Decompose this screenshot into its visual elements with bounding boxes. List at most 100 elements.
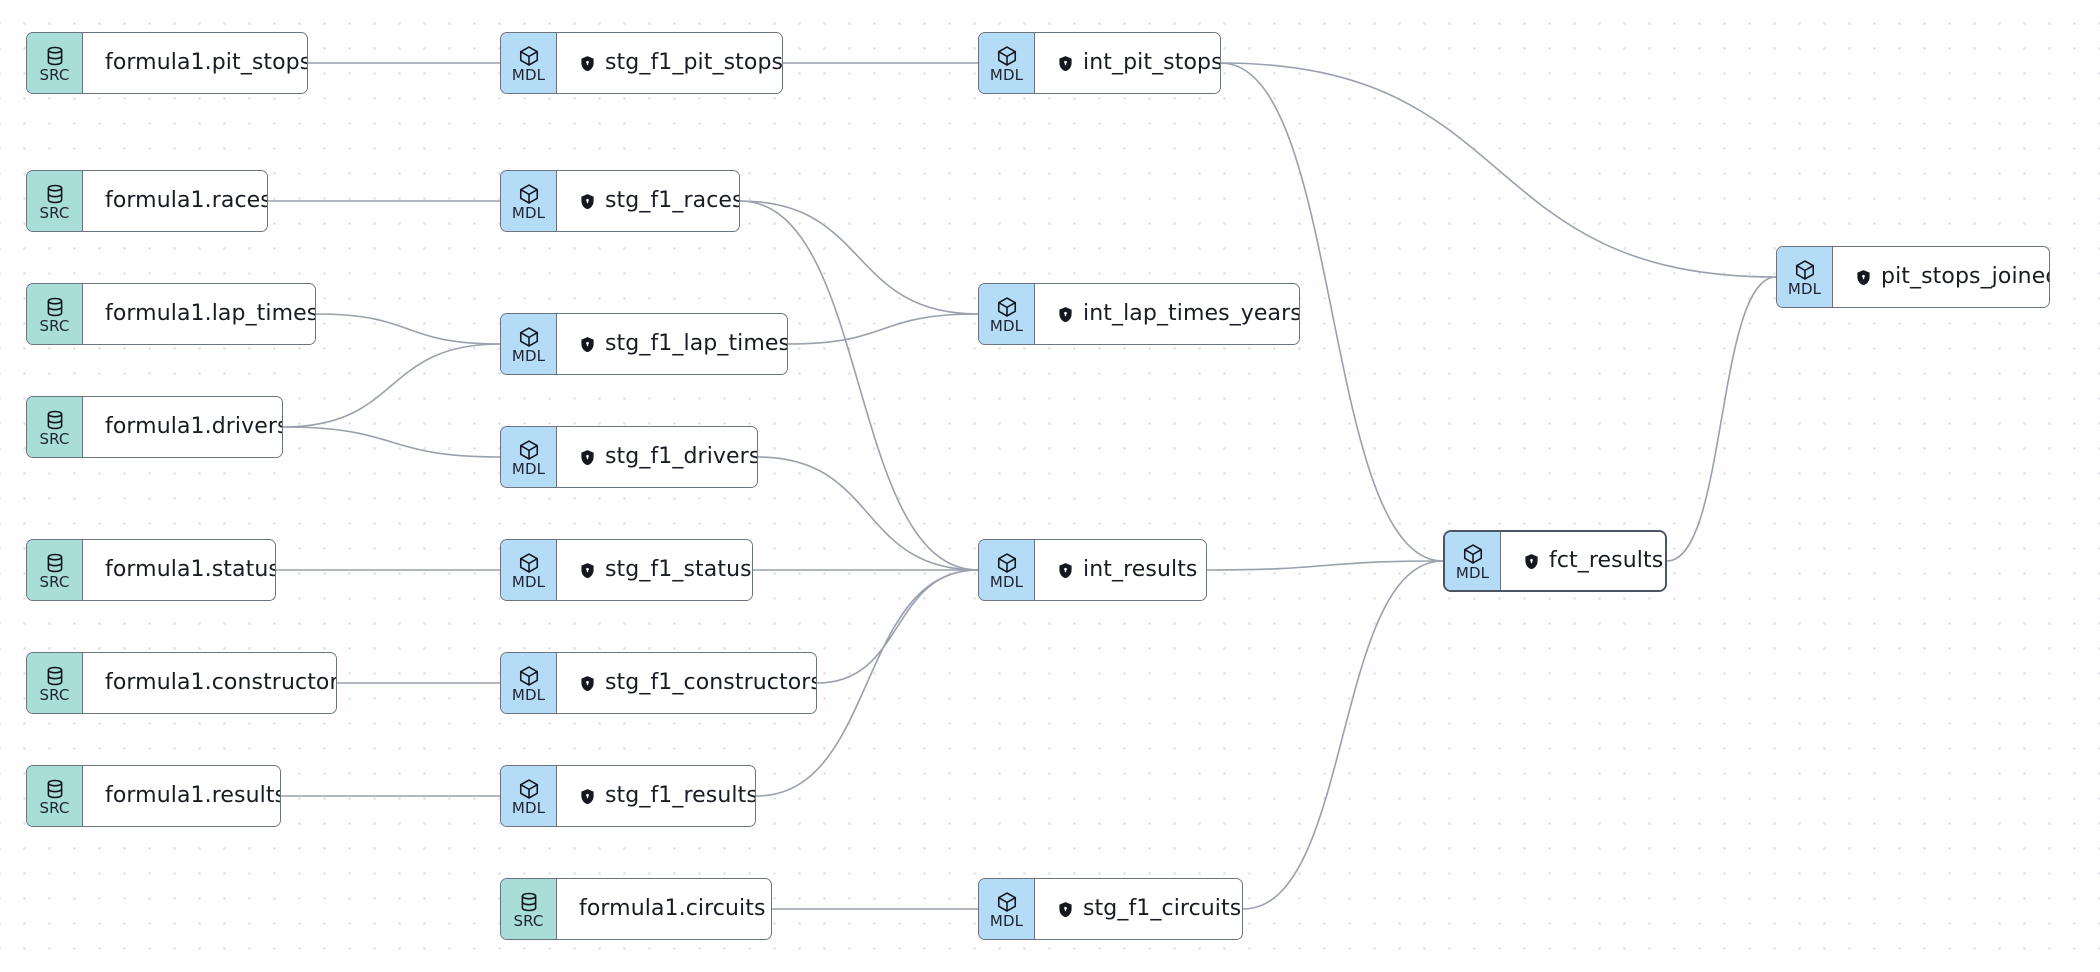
- cube-icon: [518, 552, 540, 574]
- node-stg_results[interactable]: MDL stg_f1_results: [500, 765, 756, 827]
- node-badge-label: MDL: [511, 799, 546, 817]
- node-body-src_drivers: formula1.drivers: [83, 397, 282, 457]
- node-body-src_pit_stops: formula1.pit_stops: [83, 33, 308, 93]
- node-label: stg_f1_constructors: [605, 670, 817, 695]
- node-badge-stg_status: MDL: [501, 540, 557, 600]
- node-badge-stg_drivers: MDL: [501, 427, 557, 487]
- cube-icon: [518, 778, 540, 800]
- edge-src_drivers-to-stg_lap_times: [282, 343, 501, 428]
- node-src_lap_times[interactable]: SRC formula1.lap_times: [26, 283, 316, 345]
- node-body-stg_pit_stops: stg_f1_pit_stops: [557, 33, 783, 93]
- node-badge-src_lap_times: SRC: [27, 284, 83, 344]
- node-body-stg_constructors: stg_f1_constructors: [557, 653, 817, 713]
- shield-icon: [579, 788, 596, 805]
- node-badge-int_pit_stops: MDL: [979, 33, 1035, 93]
- node-badge-label: MDL: [511, 573, 546, 591]
- node-badge-src_results: SRC: [27, 766, 83, 826]
- node-body-stg_results: stg_f1_results: [557, 766, 756, 826]
- node-badge-label: MDL: [511, 66, 546, 84]
- node-label: stg_f1_results: [605, 783, 756, 808]
- edge-int_pit_stops-to-pit_stops_joined: [1220, 62, 1777, 278]
- node-badge-stg_results: MDL: [501, 766, 557, 826]
- node-body-stg_drivers: stg_f1_drivers: [557, 427, 758, 487]
- node-body-src_results: formula1.results: [83, 766, 281, 826]
- node-body-fct_results: fct_results: [1501, 532, 1665, 590]
- node-label: pit_stops_joined: [1881, 264, 2050, 289]
- node-body-int_lap_times_years: int_lap_times_years: [1035, 284, 1299, 344]
- node-body-src_constructors: formula1.constructors: [83, 653, 337, 713]
- node-label: formula1.circuits: [579, 896, 766, 921]
- shield-icon: [579, 55, 596, 72]
- cube-icon: [1462, 543, 1484, 565]
- cube-icon: [996, 552, 1018, 574]
- node-badge-label: SRC: [39, 66, 70, 84]
- node-label: formula1.constructors: [105, 670, 337, 695]
- shield-icon: [1057, 306, 1074, 323]
- node-badge-label: MDL: [1787, 280, 1822, 298]
- node-body-src_lap_times: formula1.lap_times: [83, 284, 315, 344]
- node-badge-label: MDL: [511, 460, 546, 478]
- node-label: formula1.results: [105, 783, 281, 808]
- node-badge-label: SRC: [39, 430, 70, 448]
- node-badge-label: MDL: [511, 347, 546, 365]
- node-badge-label: SRC: [39, 799, 70, 817]
- node-badge-fct_results: MDL: [1445, 532, 1501, 590]
- node-badge-label: SRC: [39, 317, 70, 335]
- node-int_pit_stops[interactable]: MDL int_pit_stops: [978, 32, 1221, 94]
- node-body-stg_races: stg_f1_races: [557, 171, 739, 231]
- edge-stg_lap_times-to-int_lap_times_years: [787, 313, 979, 345]
- node-badge-label: MDL: [511, 204, 546, 222]
- node-body-stg_circuits: stg_f1_circuits: [1035, 879, 1242, 939]
- node-stg_pit_stops[interactable]: MDL stg_f1_pit_stops: [500, 32, 783, 94]
- cube-icon: [518, 439, 540, 461]
- node-badge-label: SRC: [39, 573, 70, 591]
- node-src_circuits[interactable]: SRC formula1.circuits: [500, 878, 772, 940]
- node-stg_drivers[interactable]: MDL stg_f1_drivers: [500, 426, 758, 488]
- node-badge-src_status: SRC: [27, 540, 83, 600]
- node-badge-int_results: MDL: [979, 540, 1035, 600]
- cube-icon: [996, 296, 1018, 318]
- edge-stg_drivers-to-int_results: [757, 456, 979, 571]
- node-body-src_circuits: formula1.circuits: [557, 879, 771, 939]
- database-icon: [44, 45, 66, 67]
- shield-icon: [1057, 901, 1074, 918]
- node-src_results[interactable]: SRC formula1.results: [26, 765, 281, 827]
- node-src_pit_stops[interactable]: SRC formula1.pit_stops: [26, 32, 308, 94]
- node-body-pit_stops_joined: pit_stops_joined: [1833, 247, 2050, 307]
- node-badge-label: MDL: [989, 573, 1024, 591]
- node-label: int_pit_stops: [1083, 50, 1221, 75]
- node-int_results[interactable]: MDL int_results: [978, 539, 1207, 601]
- edge-stg_races-to-int_lap_times_years: [739, 200, 979, 315]
- cube-icon: [996, 45, 1018, 67]
- shield-icon: [1057, 55, 1074, 72]
- shield-icon: [579, 336, 596, 353]
- node-badge-src_races: SRC: [27, 171, 83, 231]
- node-body-int_pit_stops: int_pit_stops: [1035, 33, 1221, 93]
- shield-icon: [579, 675, 596, 692]
- node-badge-label: SRC: [513, 912, 544, 930]
- node-stg_circuits[interactable]: MDL stg_f1_circuits: [978, 878, 1243, 940]
- node-label: formula1.pit_stops: [105, 50, 308, 75]
- node-body-int_results: int_results: [1035, 540, 1206, 600]
- node-pit_stops_joined[interactable]: MDL pit_stops_joined: [1776, 246, 2050, 308]
- edge-src_drivers-to-stg_drivers: [282, 426, 501, 458]
- node-src_drivers[interactable]: SRC formula1.drivers: [26, 396, 283, 458]
- node-label: stg_f1_pit_stops: [605, 50, 783, 75]
- edge-stg_circuits-to-fct_results: [1242, 560, 1444, 910]
- cube-icon: [518, 183, 540, 205]
- node-badge-stg_circuits: MDL: [979, 879, 1035, 939]
- node-badge-pit_stops_joined: MDL: [1777, 247, 1833, 307]
- node-stg_races[interactable]: MDL stg_f1_races: [500, 170, 740, 232]
- node-label: stg_f1_drivers: [605, 444, 758, 469]
- shield-icon: [1523, 553, 1540, 570]
- node-label: stg_f1_circuits: [1083, 896, 1242, 921]
